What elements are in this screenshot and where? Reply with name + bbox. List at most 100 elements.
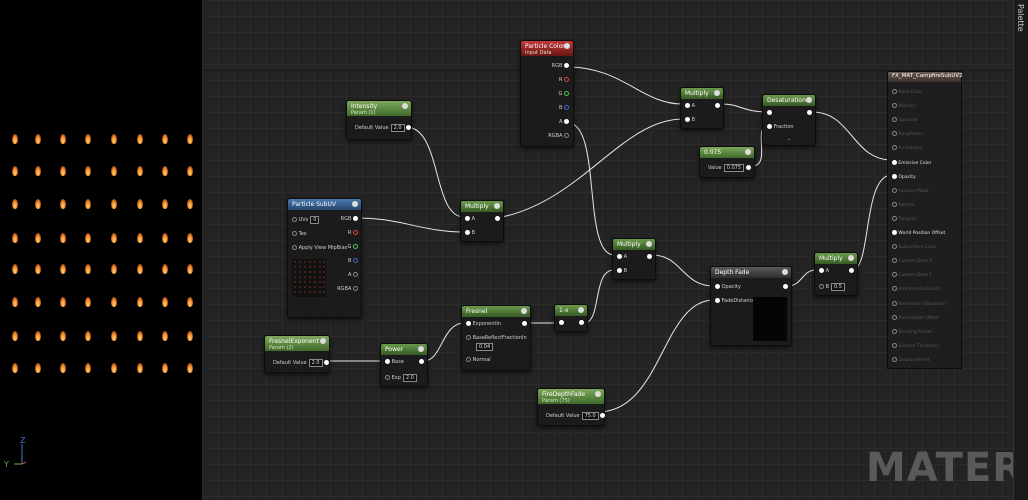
default-value-field[interactable]: 2.0	[390, 124, 405, 132]
default-value-field[interactable]: 2.0	[308, 359, 323, 367]
pin-rgba[interactable]: RGBA	[337, 286, 358, 292]
material-input-row[interactable]: Shading Model	[892, 328, 932, 335]
collapse-icon[interactable]	[494, 203, 500, 209]
node-material-result[interactable]: FX_MAT_CampfireSubUV2 Base Color Metalli…	[887, 71, 963, 369]
collapse-icon[interactable]	[521, 308, 527, 314]
base-reflect-value[interactable]: 0.04	[474, 343, 494, 351]
output[interactable]	[783, 284, 788, 290]
input-exponent-in[interactable]: ExponentIn	[466, 321, 501, 327]
pin-r[interactable]: R	[348, 230, 358, 236]
output[interactable]	[495, 216, 500, 222]
material-input-row[interactable]: Ambient Occlusion	[892, 286, 941, 292]
preview-viewport[interactable]: Z Y	[0, 0, 200, 500]
material-input-row[interactable]: Roughness	[892, 131, 923, 137]
output-pin-icon[interactable]	[324, 360, 330, 365]
output-pin-icon[interactable]	[406, 125, 412, 130]
collapse-icon[interactable]	[320, 338, 326, 344]
palette-tab[interactable]: Palette	[1013, 0, 1028, 500]
node-multiply-1[interactable]: Multiply A B	[460, 200, 504, 242]
node-desaturation[interactable]: Desaturation Fraction ⌄	[762, 94, 816, 146]
output-pin-icon[interactable]	[600, 413, 606, 418]
exp-value-field[interactable]: 2.0	[402, 374, 417, 382]
node-multiply-3[interactable]: Multiply A B	[612, 238, 656, 280]
material-input-row[interactable]: Displacement	[892, 356, 929, 363]
collapse-icon[interactable]	[745, 149, 751, 155]
collapse-icon[interactable]	[806, 97, 812, 103]
expand-chevron-icon[interactable]: ⌄	[787, 136, 792, 142]
pin-a[interactable]: A	[559, 119, 569, 125]
input-b[interactable]: B	[685, 117, 695, 123]
material-input-row[interactable]: Anisotropy	[892, 145, 923, 151]
output[interactable]	[849, 268, 854, 274]
input-main[interactable]	[767, 110, 772, 116]
input-a[interactable]: A	[685, 103, 695, 109]
material-input-row[interactable]: Base Color	[892, 89, 923, 95]
output[interactable]	[419, 359, 424, 365]
node-multiply-2[interactable]: Multiply A B	[680, 87, 724, 129]
output[interactable]	[807, 110, 812, 116]
collapse-icon[interactable]	[848, 255, 854, 261]
material-input-row[interactable]: Surface Thickness	[892, 342, 939, 349]
collapse-icon[interactable]	[418, 346, 424, 352]
input-base[interactable]: Base	[385, 359, 404, 365]
collapse-icon[interactable]	[578, 307, 584, 313]
material-input-row[interactable]: Tangent	[892, 215, 916, 222]
node-fresnel[interactable]: Fresnel ExponentIn BaseReflectFractionIn…	[461, 305, 531, 371]
material-input-row[interactable]: Custom Data 0	[892, 258, 932, 264]
input[interactable]	[559, 320, 564, 326]
collapse-icon[interactable]	[714, 90, 720, 96]
pin-rgb[interactable]: RGB	[552, 63, 569, 69]
input-a[interactable]: A	[819, 268, 829, 274]
input-normal[interactable]: Normal	[466, 357, 491, 363]
tex-row[interactable]: Tex	[292, 231, 307, 237]
collapse-icon[interactable]	[402, 103, 408, 109]
pin-b[interactable]: B	[559, 105, 569, 111]
collapse-icon[interactable]	[352, 201, 358, 207]
collapse-icon[interactable]	[595, 391, 601, 397]
collapse-icon[interactable]	[782, 269, 788, 275]
input-fade-distance[interactable]: FadeDistance	[715, 298, 755, 304]
apply-mipbias-row[interactable]: Apply View MipBias	[292, 245, 347, 251]
output[interactable]	[647, 254, 652, 260]
material-input-row[interactable]: Opacity	[892, 173, 916, 180]
material-input-row[interactable]: Custom Data 1	[892, 272, 932, 278]
node-depth-fade[interactable]: Depth Fade Opacity FadeDistance	[710, 266, 792, 346]
material-input-row[interactable]: Normal	[892, 201, 915, 208]
input-a[interactable]: A	[617, 254, 627, 260]
uvs-field[interactable]: 0	[310, 216, 320, 224]
material-input-row[interactable]: Pixel Depth Offset	[892, 314, 939, 321]
pin-r[interactable]: R	[559, 77, 569, 83]
pin-rgb[interactable]: RGB	[341, 216, 358, 222]
pin-g[interactable]: G	[559, 91, 569, 97]
material-input-row[interactable]: World Position Offset	[892, 230, 945, 236]
input-b[interactable]: B	[465, 230, 475, 236]
input-b[interactable]: B	[617, 268, 627, 274]
material-input-row[interactable]: Subsurface Color	[892, 244, 937, 250]
default-value-field[interactable]: 75.0	[581, 412, 599, 420]
material-input-row[interactable]: Opacity Mask	[892, 187, 929, 194]
collapse-icon[interactable]	[646, 241, 652, 247]
output[interactable]	[579, 320, 584, 326]
input-fraction[interactable]: Fraction	[767, 124, 794, 130]
material-input-row[interactable]: Specular	[892, 117, 918, 123]
node-one-minus[interactable]: 1-x	[554, 304, 588, 332]
input-a[interactable]: A	[465, 216, 475, 222]
material-input-row[interactable]: Refraction (Disabled)	[892, 300, 946, 307]
collapse-icon[interactable]	[564, 43, 570, 49]
material-input-row[interactable]: Metallic	[892, 103, 916, 109]
b-value-field[interactable]: 0.5	[831, 283, 845, 291]
output[interactable]	[715, 103, 720, 109]
output-pin-icon[interactable]	[745, 165, 751, 170]
pin-rgba[interactable]: RGBA	[548, 133, 569, 139]
